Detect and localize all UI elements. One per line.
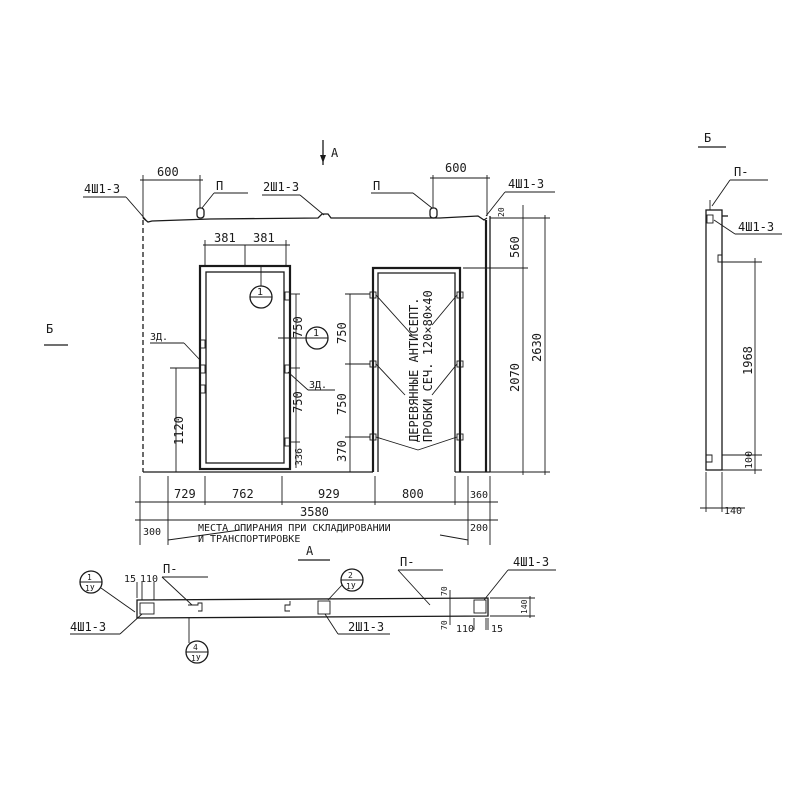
section-b-marker: Б: [46, 322, 53, 336]
label-a-anchor-mid: 2Ш1-3: [348, 620, 384, 634]
label-embed-left: 3Д.: [150, 332, 168, 343]
section-b-title: Б: [704, 131, 711, 145]
svg-text:1У: 1У: [191, 654, 201, 663]
dim-a-110-left: 110: [140, 574, 158, 585]
main-elevation: А Б 4Ш1-3: [44, 140, 555, 545]
section-a-body: [136, 597, 489, 619]
dim-800: 800: [402, 487, 424, 501]
dim-750-door-b: 750: [291, 391, 305, 413]
dim-729: 729: [174, 487, 196, 501]
lifting-loop-right: [429, 207, 438, 219]
svg-text:1: 1: [313, 328, 319, 339]
label-a-loop-left: П-: [163, 562, 177, 576]
callout-1b: 1: [278, 326, 329, 350]
dim-750-open-a: 750: [335, 322, 349, 344]
svg-text:1: 1: [87, 573, 92, 582]
dim-200: 200: [470, 523, 488, 534]
svg-text:1У: 1У: [346, 582, 356, 591]
label-embed-right: 3Д.: [309, 380, 327, 391]
dim-750-open-b: 750: [335, 393, 349, 415]
dim-560: 560: [508, 236, 522, 258]
dim-20: 20: [497, 207, 506, 217]
dim-381-b: 381: [253, 231, 275, 245]
dim-360: 360: [470, 490, 488, 501]
dim-600-left: 600: [157, 165, 179, 179]
note-support-line1: МЕСТА ОПИРАНИЯ ПРИ СКЛАДИРОВАНИИ: [198, 523, 391, 534]
lifting-loop-left: [196, 207, 205, 219]
dim-a-70-top: 70: [440, 586, 449, 596]
callout-2-1u: 2 1У: [327, 568, 364, 601]
label-a-anchor-right: 4Ш1-3: [513, 555, 549, 569]
dim-336: 336: [294, 448, 305, 466]
dim-2630: 2630: [530, 333, 544, 362]
dim-a-15-left: 15: [124, 574, 136, 585]
dim-370: 370: [335, 440, 349, 462]
dim-750-door-a: 750: [291, 316, 305, 338]
svg-text:4: 4: [193, 643, 198, 652]
svg-text:1: 1: [257, 287, 263, 298]
label-anchor-mid: 2Ш1-3: [263, 180, 299, 194]
label-b-anchor: 4Ш1-3: [738, 220, 774, 234]
dim-1120: 1120: [172, 416, 186, 445]
label-loop-left: П: [216, 179, 223, 193]
dim-a-140: 140: [520, 599, 529, 614]
label-loop-right: П: [373, 179, 380, 193]
dim-b-1968: 1968: [741, 346, 755, 375]
panel-top-edge: [142, 213, 488, 223]
callout-1-1u: 1 1У: [79, 570, 136, 613]
dim-381-a: 381: [214, 231, 236, 245]
dim-b-100: 100: [744, 451, 755, 469]
dim-300: 300: [143, 527, 161, 538]
door-opening: [198, 264, 292, 471]
section-a-marker: А: [331, 146, 339, 160]
callout-4-1u: 4 1У: [185, 618, 209, 664]
label-a-anchor-left: 4Ш1-3: [70, 620, 106, 634]
section-a: А 1 1У 2 1У 4 1У П- П-: [70, 544, 556, 664]
label-anchor-left: 4Ш1-3: [84, 182, 120, 196]
note-support-line2: И ТРАНСПОРТИРОВКЕ: [198, 534, 300, 545]
dim-762: 762: [232, 487, 254, 501]
dim-2070: 2070: [508, 363, 522, 392]
dim-3580: 3580: [300, 505, 329, 519]
section-b: Б П- 4Ш1-3 1968 100 140: [698, 131, 782, 517]
svg-text:2: 2: [348, 571, 353, 580]
svg-text:1У: 1У: [85, 584, 95, 593]
window-opening: [371, 266, 462, 472]
dim-929: 929: [318, 487, 340, 501]
note-plugs-line1: ДЕРЕВЯННЫЕ АНТИСЕПТ.: [407, 298, 421, 443]
label-anchor-right: 4Ш1-3: [508, 177, 544, 191]
section-b-body: [705, 209, 723, 471]
callout-1a: 1: [249, 266, 273, 309]
dim-a-110-right: 110: [456, 624, 474, 635]
dim-b-140: 140: [724, 506, 742, 517]
label-b-loop: П-: [734, 165, 748, 179]
dim-a-15-right: 15: [491, 624, 503, 635]
note-plugs-line2: ПРОБКИ СЕЧ. 120×80×40: [421, 290, 435, 442]
label-a-loop-right: П-: [400, 555, 414, 569]
section-a-title: А: [306, 544, 314, 558]
dim-600-right: 600: [445, 161, 467, 175]
dim-a-70-bottom: 70: [440, 620, 449, 630]
